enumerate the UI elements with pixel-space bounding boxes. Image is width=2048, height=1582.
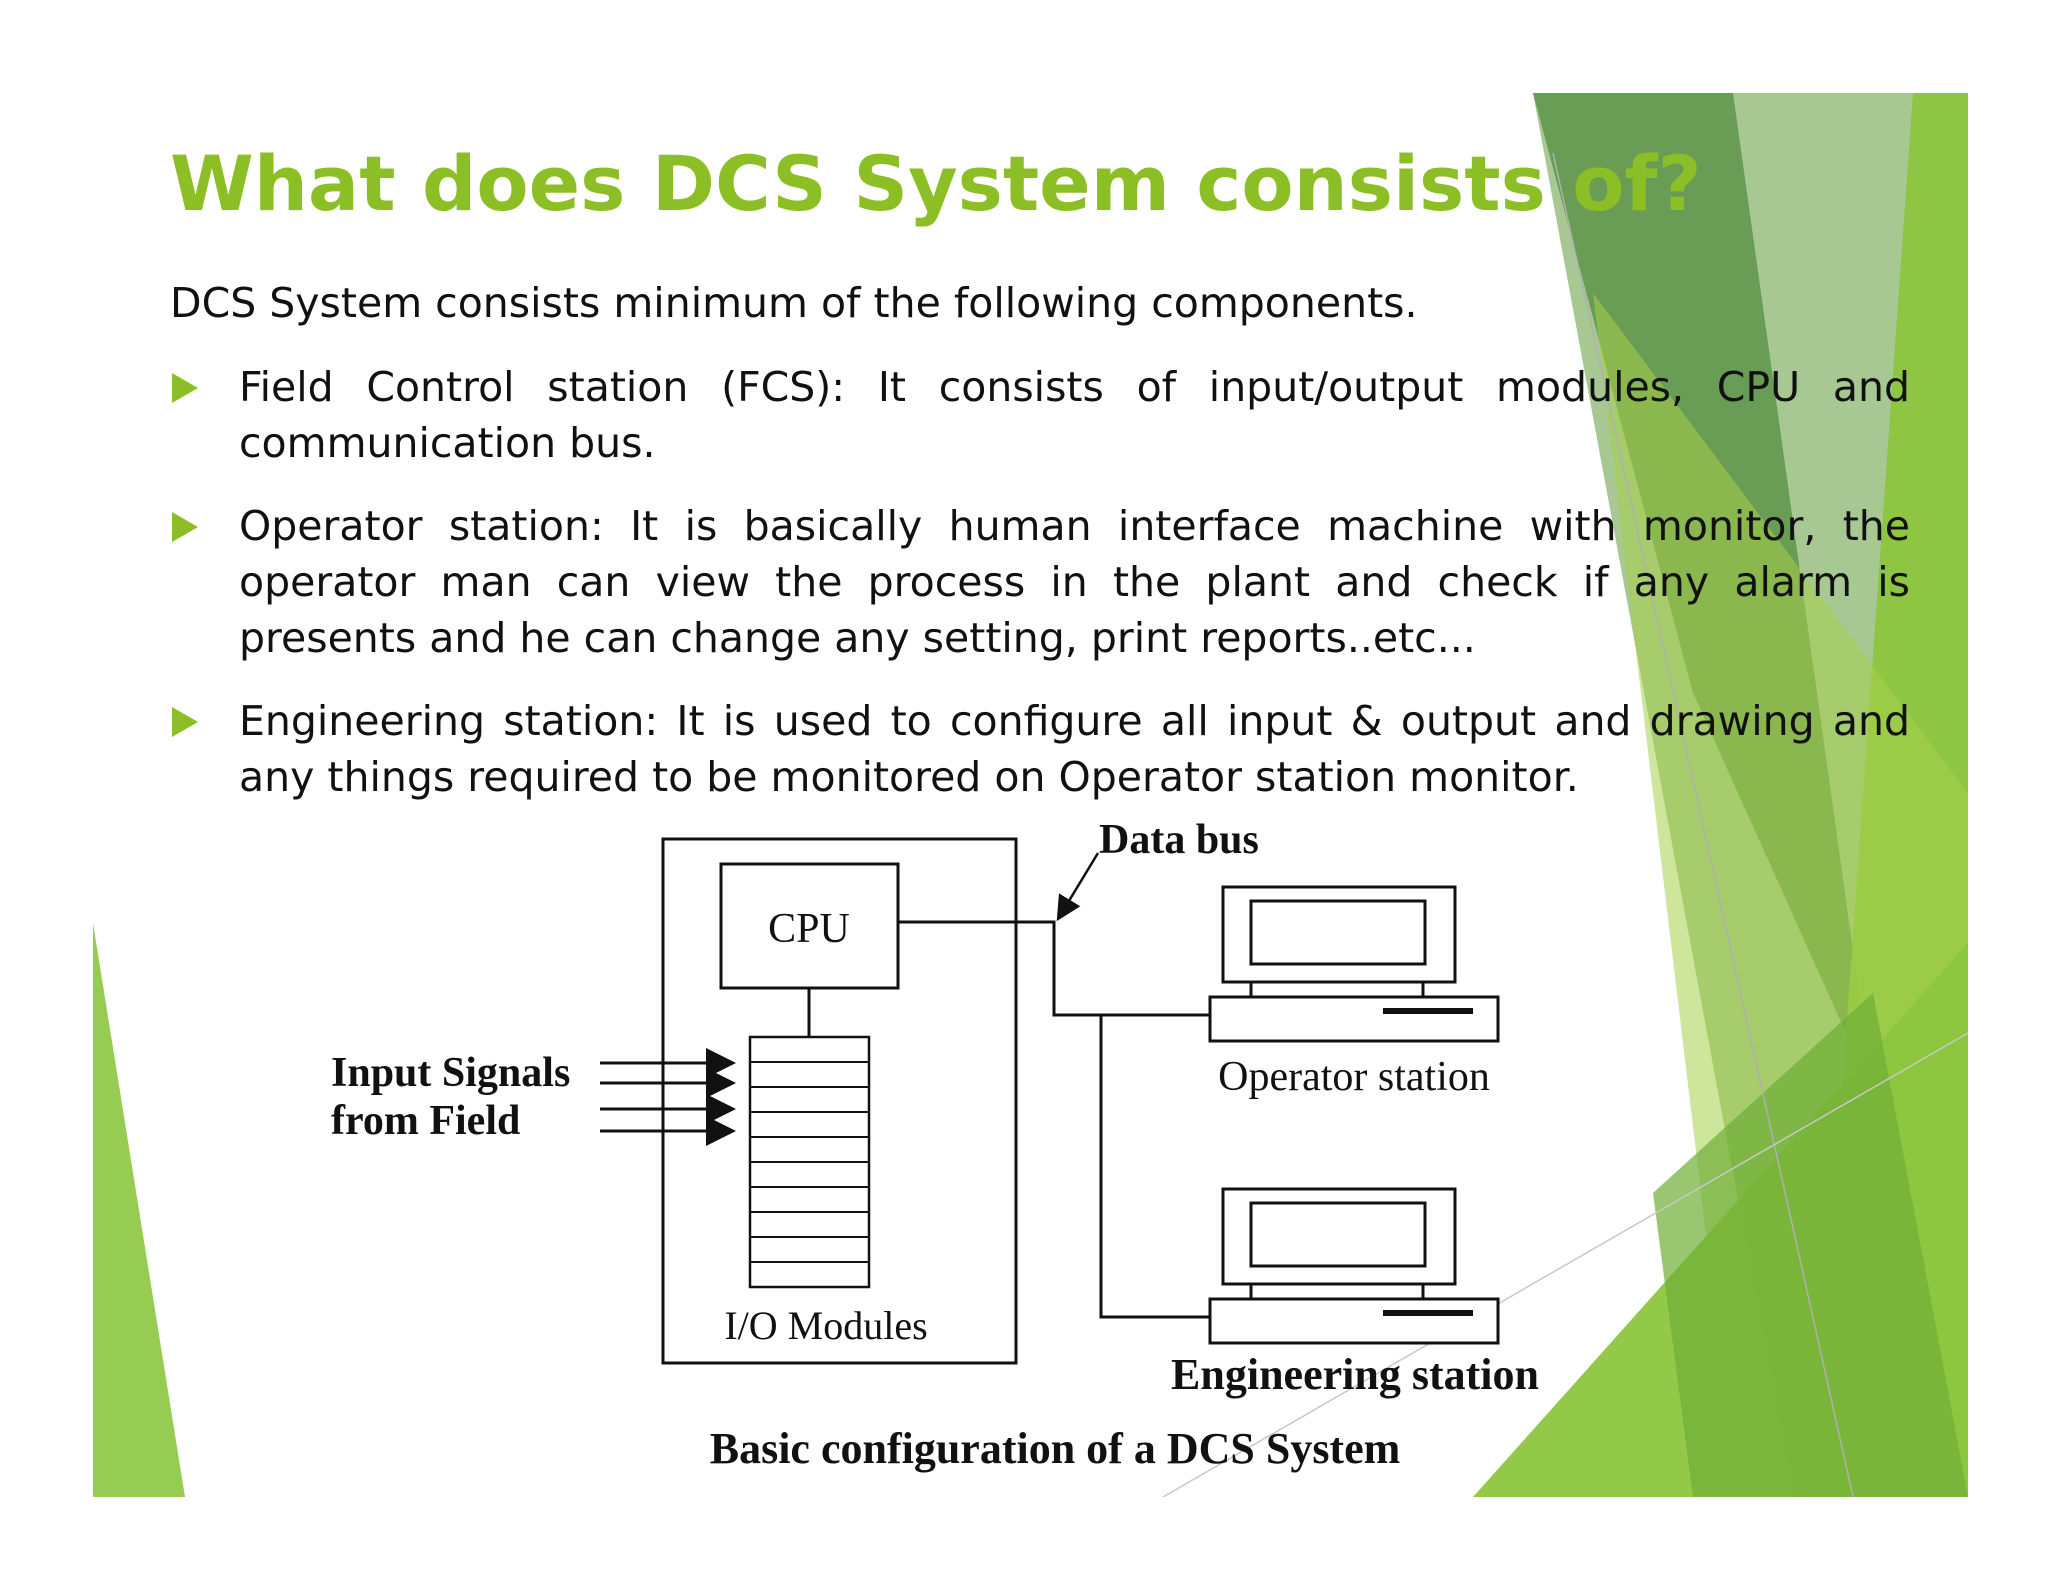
engineering-station-label: Engineering station bbox=[1171, 1350, 1539, 1399]
bullet-fcs: Field Control station (FCS): It consists… bbox=[170, 359, 1910, 471]
data-bus-lines bbox=[898, 920, 1210, 1319]
operator-station-label: Operator station bbox=[1218, 1054, 1490, 1100]
bullet-text: Field Control station (FCS): It consists… bbox=[239, 363, 1910, 467]
intro-text: DCS System consists minimum of the follo… bbox=[170, 279, 1418, 327]
triangle-right-icon bbox=[172, 373, 198, 403]
triangle-right-icon bbox=[172, 707, 198, 737]
bullet-engineering-station: Engineering station: It is used to confi… bbox=[170, 693, 1910, 805]
background-decoration bbox=[93, 93, 1968, 1497]
bullet-text: Operator station: It is basically human … bbox=[239, 502, 1910, 662]
diagram-caption: Basic configuration of a DCS System bbox=[710, 1424, 1401, 1473]
fcs-box bbox=[661, 837, 1018, 1365]
input-signals-label: Input Signals bbox=[331, 1050, 570, 1096]
slide: What does DCS System consists of? DCS Sy… bbox=[93, 93, 1968, 1497]
engineering-computer-icon bbox=[1208, 1187, 1500, 1345]
dcs-diagram: CPU I/O Modules Input Signals from Field bbox=[331, 817, 1539, 1473]
data-bus-label: Data bus bbox=[1099, 817, 1259, 863]
triangle-right-icon bbox=[172, 512, 198, 542]
io-modules-stack bbox=[748, 1035, 871, 1289]
from-field-label: from Field bbox=[331, 1098, 520, 1144]
data-bus-pointer bbox=[1056, 852, 1100, 922]
bullet-list: Field Control station (FCS): It consists… bbox=[170, 359, 1910, 832]
operator-computer-icon bbox=[1208, 885, 1500, 1043]
cpu-label: CPU bbox=[768, 906, 850, 952]
bullet-text: Engineering station: It is used to confi… bbox=[239, 697, 1910, 801]
input-arrows bbox=[600, 1048, 736, 1146]
io-modules-label: I/O Modules bbox=[724, 1303, 927, 1348]
bullet-operator-station: Operator station: It is basically human … bbox=[170, 498, 1910, 666]
slide-title: What does DCS System consists of? bbox=[170, 139, 1702, 228]
